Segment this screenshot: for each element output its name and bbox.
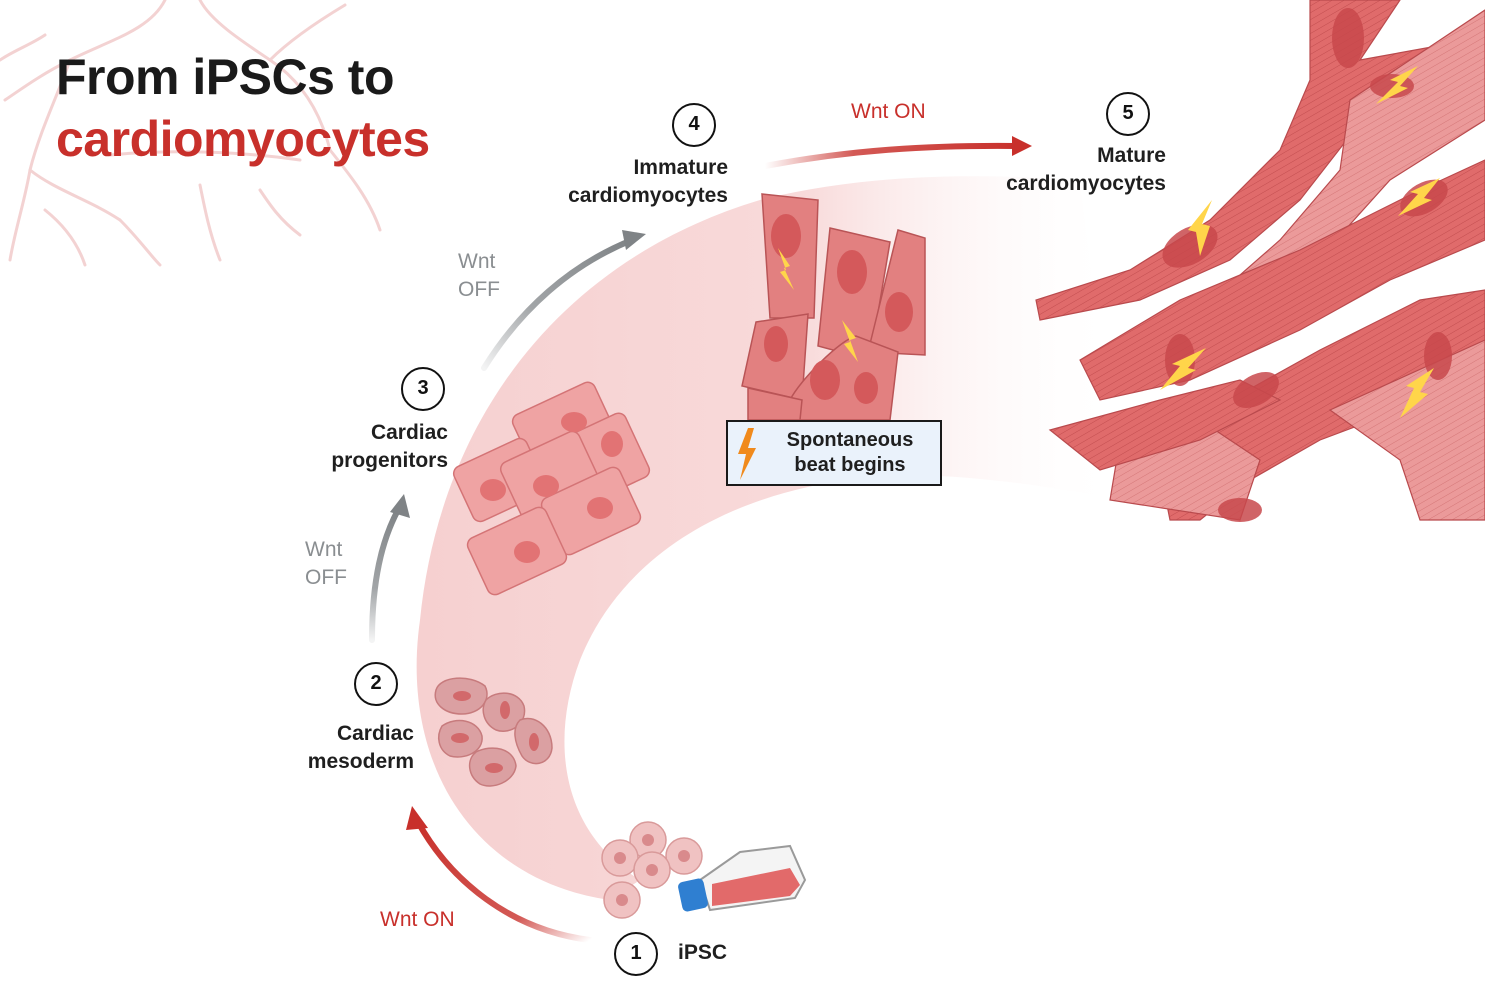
- title-line-1: From iPSCs to: [56, 49, 394, 105]
- blood-vessel-decoration: [0, 0, 382, 267]
- callout-text: Spontaneous beat begins: [762, 428, 938, 478]
- wnt-off-3-line-2: OFF: [458, 278, 500, 301]
- arrow-ipsc-to-mesoderm: [406, 806, 593, 943]
- ipsc-cell-cluster: [601, 821, 703, 919]
- spontaneous-beat-callout: Spontaneous beat begins: [726, 420, 942, 486]
- immature-cardiomyocyte-cluster: [741, 193, 926, 421]
- wnt-off-2-line-1: Wnt: [305, 538, 343, 561]
- step-2-number-badge: 2: [354, 662, 398, 706]
- step-4-label-line-1: Immature: [633, 156, 728, 179]
- step-5-label: Mature cardiomyocytes: [978, 142, 1166, 198]
- beat-bolts: [778, 248, 858, 362]
- step-3-label: Cardiac progenitors: [300, 419, 448, 475]
- progenitor-cell-cluster: [452, 381, 651, 596]
- wnt-on-label-1: Wnt ON: [380, 908, 455, 931]
- step-3-number-badge: 3: [401, 367, 445, 411]
- step-2-label-line-2: mesoderm: [307, 750, 414, 773]
- step-1-label: iPSC: [678, 941, 728, 964]
- culture-flask-icon: [678, 844, 807, 912]
- wnt-off-2-line-2: OFF: [305, 566, 347, 589]
- arrow-progenitors-to-immature: [481, 230, 646, 371]
- callout-line-2: beat begins: [794, 454, 906, 476]
- wnt-off-3-line-1: Wnt: [458, 250, 496, 273]
- step-4-number-badge: 4: [672, 103, 716, 147]
- step-3-label-line-2: progenitors: [331, 449, 448, 472]
- step-5-label-line-1: Mature: [1097, 144, 1166, 167]
- step-4-label-line-2: cardiomyocytes: [568, 184, 728, 207]
- diagram-title: From iPSCs to cardiomyocytes: [56, 46, 430, 170]
- mature-cardiomyocyte-network: [1035, 0, 1485, 522]
- arrow-mesoderm-to-progenitors: [369, 494, 410, 643]
- wnt-off-label-2: Wnt OFF: [305, 536, 347, 592]
- step-1-number-badge: 1: [614, 932, 658, 976]
- differentiation-path-band: [416, 176, 1120, 901]
- title-line-2: cardiomyocytes: [56, 111, 430, 167]
- step-5-number-badge: 5: [1106, 92, 1150, 136]
- wnt-off-label-3: Wnt OFF: [458, 248, 500, 304]
- callout-line-1: Spontaneous: [786, 429, 914, 451]
- step-2-label: Cardiac mesoderm: [270, 720, 414, 776]
- step-3-label-line-1: Cardiac: [370, 421, 448, 444]
- step-2-label-line-1: Cardiac: [336, 722, 414, 745]
- mesoderm-cell-cluster: [434, 677, 553, 787]
- step-5-label-line-2: cardiomyocytes: [1006, 172, 1166, 195]
- mature-beat-bolts: [1160, 66, 1440, 418]
- arrow-immature-to-mature: [762, 136, 1032, 169]
- wnt-on-label-4: Wnt ON: [851, 100, 926, 123]
- lightning-bolt-icon: [738, 428, 756, 480]
- step-4-label: Immature cardiomyocytes: [540, 154, 728, 210]
